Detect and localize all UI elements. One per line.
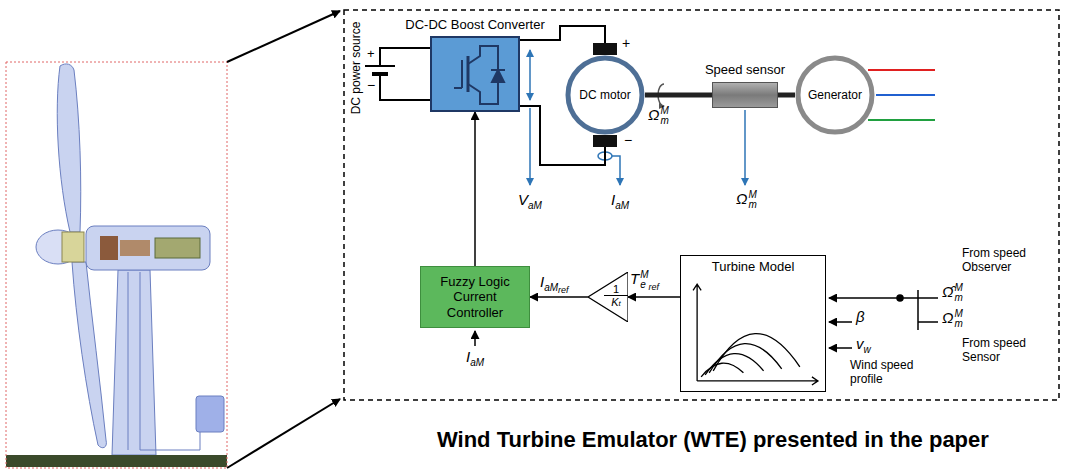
machine-name: Generator (808, 88, 862, 102)
zoom-line (227, 11, 340, 62)
caption: Wind Turbine Emulator (WTE) presented in… (437, 429, 989, 451)
symbol-base: I (466, 348, 470, 365)
symbol-base: I (611, 191, 615, 208)
note-label: Wind speed profile (850, 358, 924, 387)
igbt-diode-symbol (454, 46, 505, 104)
label-holder: Fuzzy Logic Current Controller (421, 267, 529, 327)
turbine-illustration (6, 64, 227, 467)
superscript: M (748, 190, 756, 200)
subscript: m (660, 116, 668, 126)
signal-arrow (628, 296, 680, 298)
subscript: m (954, 293, 962, 303)
sign-label: + (622, 36, 630, 50)
vertical-label: DC power source (350, 22, 362, 115)
node-shape (432, 38, 518, 110)
symbol-base: V (518, 191, 528, 208)
subscript: aM (528, 200, 542, 211)
generator-circle: Generator (795, 55, 875, 135)
superscript: M (660, 106, 668, 116)
sign-label: − (624, 133, 632, 147)
subscript: ref (649, 282, 660, 292)
signal-symbol: IaMref (540, 274, 569, 295)
symbol-base: Ω (736, 190, 747, 207)
label-holder: DC motor (565, 43, 645, 147)
numerator: 1 (604, 283, 628, 295)
denominator: Kt (604, 295, 628, 310)
subscript: aM (470, 357, 484, 368)
machine-ring (798, 58, 872, 132)
terminal (593, 135, 617, 147)
index-stack: Mm (748, 190, 756, 210)
signal-symbol: VaM (518, 192, 542, 211)
signal-symbol: TMeref (630, 270, 659, 292)
signal-symbol: Ω̂Mm (942, 283, 963, 303)
signal-arrow (530, 296, 588, 298)
battery-symbol (365, 48, 430, 100)
sign-label: − (367, 78, 375, 92)
superscript: M (954, 309, 962, 319)
node-heading: Speed sensor (705, 62, 785, 77)
symbol-base: T (630, 270, 639, 287)
node-heading: DC-DC Boost Converter (405, 17, 544, 32)
node-shape (681, 256, 825, 391)
fraction: 1Kt (604, 283, 628, 310)
machine-ring (568, 58, 642, 132)
gain-number: 1 (613, 283, 619, 295)
triangle-outline (588, 272, 628, 322)
gain-triangle: 1Kt (588, 272, 628, 322)
shaft-line (778, 93, 795, 98)
three-phase-lines (868, 70, 935, 120)
sign-label: + (367, 47, 375, 60)
shaft-line (645, 93, 712, 98)
subscript: aM (544, 282, 558, 293)
subscript: m (748, 200, 756, 210)
symbol-base: Ω (648, 106, 659, 123)
signal-symbol: vw (856, 336, 871, 355)
superscript: M (640, 270, 648, 280)
node-shape (588, 272, 628, 322)
sensor-box: Speed sensor (712, 82, 778, 108)
symbol-base: I (540, 273, 544, 290)
subscript: t (619, 299, 621, 308)
motor-circle: DC motor (565, 43, 645, 147)
subscript: e (640, 280, 648, 290)
subscript: ref (558, 285, 569, 295)
zoom-frame (6, 62, 227, 468)
signal-symbol: ΩMm (736, 190, 757, 210)
index-stack: Me (640, 270, 648, 290)
sign-label: β (856, 309, 865, 324)
zoom-line (227, 399, 340, 468)
terminal (593, 43, 617, 55)
subscript: m (954, 319, 962, 329)
model-title: Turbine Model (681, 256, 825, 274)
symbol-base: Ω (942, 309, 953, 326)
signal-symbol: ΩMm (648, 106, 669, 126)
signal-symbol: ΩMm (942, 309, 963, 329)
note-label: From speed Observer (962, 246, 1052, 275)
power-curves (693, 284, 818, 385)
machine-name: DC motor (579, 88, 630, 102)
gain-symbol: K (611, 296, 618, 308)
index-stack: Mm (660, 106, 668, 126)
index-stack: Mm (954, 283, 962, 303)
symbol-base: v (856, 335, 864, 352)
model-box: Turbine Model (680, 255, 826, 392)
emulator-frame (344, 10, 1059, 400)
index-stack: Mm (954, 309, 962, 329)
controller-box: Fuzzy Logic Current Controller (420, 266, 530, 328)
superscript: M (954, 283, 962, 293)
signal-arrow (474, 112, 476, 266)
label-holder: Generator (795, 55, 875, 135)
subscript: w (864, 344, 871, 355)
converter-box: DC-DC Boost Converter (430, 36, 520, 112)
note-label: From speed Sensor (962, 336, 1052, 365)
signal-symbol: IaM (611, 192, 629, 211)
signal-symbol: IaM (466, 349, 484, 368)
subscript: aM (615, 200, 629, 211)
symbol-base: Ω̂ (942, 283, 953, 300)
controller-name: Fuzzy Logic Current Controller (421, 274, 529, 321)
